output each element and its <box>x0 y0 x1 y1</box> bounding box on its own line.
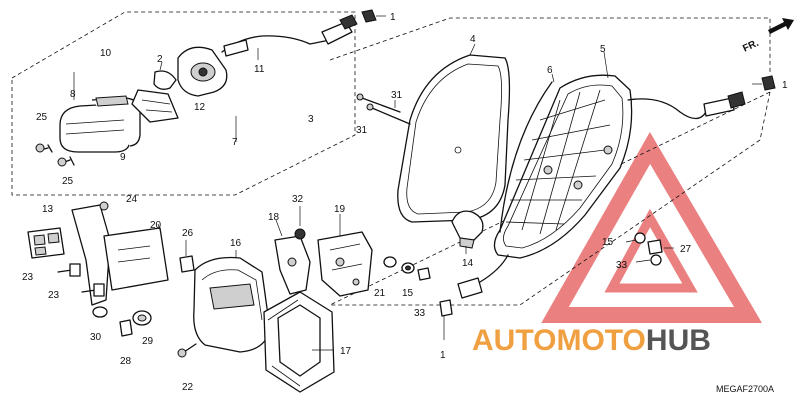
callout-27: 27 <box>680 244 692 255</box>
callout-12: 12 <box>194 102 206 113</box>
callout-18: 18 <box>268 212 280 223</box>
callout-23-a: 23 <box>22 272 34 283</box>
callout-28: 28 <box>120 356 132 367</box>
callout-22: 22 <box>182 382 194 393</box>
callout-14: 14 <box>462 258 474 269</box>
gasket-17 <box>263 291 335 393</box>
bolts-23 <box>57 263 105 297</box>
callout-labels: 1 10 8 2 12 11 25 25 9 7 3 4 5 6 31 31 1… <box>22 12 788 393</box>
callout-19: 19 <box>334 204 346 215</box>
nut-1-top-icon <box>361 9 377 23</box>
callout-21: 21 <box>374 288 386 299</box>
taillight-lens-cover <box>397 54 511 223</box>
callout-9: 9 <box>120 152 126 163</box>
screw-31-parts <box>356 93 411 125</box>
callout-15-center: 15 <box>402 288 414 299</box>
callout-23-b: 23 <box>48 290 60 301</box>
reflector-13 <box>27 227 65 259</box>
watermark-logo: AUTOMOTOHUB <box>472 324 711 357</box>
callout-32: 32 <box>292 194 304 205</box>
direction-label: FR. <box>741 38 760 55</box>
callout-2: 2 <box>157 54 163 65</box>
callout-6: 6 <box>547 65 553 76</box>
callout-1-top: 1 <box>390 12 396 23</box>
fasteners-center <box>383 256 453 317</box>
callout-31-b: 31 <box>356 125 368 136</box>
leader-lines <box>73 15 762 351</box>
callout-26: 26 <box>182 228 194 239</box>
diagram-code: MEGAF2700A <box>716 384 774 394</box>
taillight-body <box>457 74 746 299</box>
callout-17: 17 <box>340 346 352 357</box>
callout-20: 20 <box>150 220 162 231</box>
svg-text:AUTOMOTOHUB: AUTOMOTOHUB <box>472 324 711 357</box>
callout-29: 29 <box>142 336 154 347</box>
callout-30: 30 <box>90 332 102 343</box>
housing-16 <box>177 256 271 358</box>
callout-10: 10 <box>100 48 112 59</box>
watermark-triangle-icon <box>541 132 762 323</box>
callout-7: 7 <box>232 137 238 148</box>
callout-5: 5 <box>600 44 606 55</box>
callout-4: 4 <box>470 34 476 45</box>
front-direction-arrow-icon <box>768 18 794 34</box>
bracket-19 <box>317 231 373 297</box>
callout-25-a: 25 <box>36 112 48 123</box>
bracket-20 <box>71 201 195 306</box>
callout-33-center: 33 <box>414 308 426 319</box>
callout-15-right: 15 <box>602 237 614 248</box>
nut-1-right-icon <box>761 75 776 91</box>
callout-33-right: 33 <box>616 260 628 271</box>
callout-31-a: 31 <box>391 90 403 101</box>
watermark-text-hub: HUB <box>646 324 711 357</box>
watermark-text-auto: AUTO <box>472 324 556 357</box>
group-outline-license-light <box>11 11 356 196</box>
callout-1-right: 1 <box>782 80 788 91</box>
callout-3: 3 <box>308 114 314 125</box>
callout-25-b: 25 <box>62 176 74 187</box>
callout-24: 24 <box>126 194 138 205</box>
callout-1-bottom: 1 <box>440 350 446 361</box>
grommets-30-28-29 <box>92 306 152 337</box>
watermark-text-moto: MOTO <box>556 324 645 357</box>
bulb-14 <box>451 210 484 249</box>
bracket-18 <box>274 228 311 295</box>
callout-8: 8 <box>70 89 76 100</box>
callout-13: 13 <box>42 204 54 215</box>
fasteners-right <box>634 232 663 266</box>
callout-16: 16 <box>230 238 242 249</box>
license-light-assembly <box>35 14 358 167</box>
callout-11: 11 <box>254 64 265 75</box>
